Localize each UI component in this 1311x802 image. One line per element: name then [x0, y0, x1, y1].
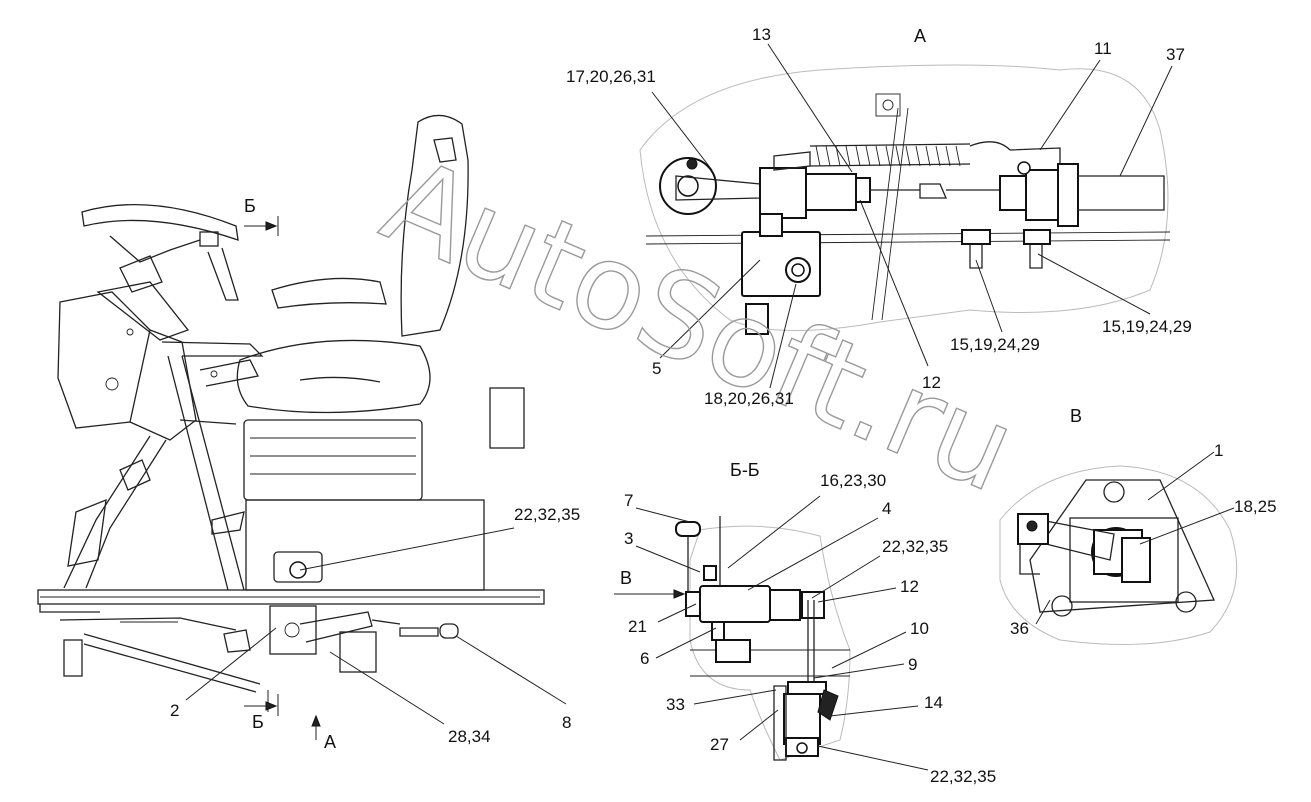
detail-a-title: А [914, 26, 926, 46]
callout-label: 4 [882, 499, 891, 518]
callout-label: 9 [908, 655, 917, 674]
callout-label: 16,23,30 [820, 471, 886, 490]
callout-label: 7 [624, 491, 633, 510]
cab-frame [63, 341, 264, 591]
platform [37, 589, 545, 613]
main-view [37, 114, 545, 712]
view-v-title: В [1070, 406, 1082, 426]
section-mark-top: Б [244, 196, 256, 216]
callout-label: 22,32,35 [514, 505, 580, 524]
callout-label: 36 [1010, 619, 1029, 638]
detail-a-view [639, 64, 1171, 335]
callout-label: 27 [710, 735, 729, 754]
callout-label: 28,34 [448, 727, 491, 746]
view-arrow-a: А [324, 732, 336, 752]
callout-label: 15,19,24,29 [1102, 317, 1192, 336]
view-v [999, 465, 1238, 645]
callout-label: 12 [922, 373, 941, 392]
callout-label: 2 [170, 701, 179, 720]
callout-label: 8 [562, 713, 571, 732]
leader-lines [185, 43, 1235, 771]
under-platform-linkage [59, 551, 459, 712]
callout-label: 37 [1166, 45, 1185, 64]
view-titles: Б Б А А Б-Б В В [244, 26, 1082, 752]
steering-column [57, 281, 197, 441]
operator-seat [179, 114, 525, 591]
callout-label: 10 [910, 619, 929, 638]
section-bb-view [675, 516, 851, 761]
callout-label: 18,20,26,31 [704, 389, 794, 408]
tension-spring [773, 141, 1011, 171]
callout-label: 18,25 [1234, 497, 1277, 516]
callout-labels: 22,32,35 2 28,34 8 17,20,26,31 13 11 37 … [170, 25, 1277, 786]
callout-label: 3 [624, 529, 633, 548]
callout-label: 13 [752, 25, 771, 44]
callout-label: 1 [1214, 441, 1223, 460]
callout-label: 6 [640, 649, 649, 668]
section-bb-title: Б-Б [730, 460, 760, 480]
callout-label: 22,32,35 [930, 767, 996, 786]
callout-label: 15,19,24,29 [950, 335, 1040, 354]
callout-label: 17,20,26,31 [566, 67, 656, 86]
callout-label: 33 [666, 695, 685, 714]
view-arrow-v: В [620, 568, 632, 588]
callout-label: 14 [924, 693, 943, 712]
callout-label: 5 [652, 359, 661, 378]
callout-label: 21 [628, 617, 647, 636]
callout-label: 11 [1094, 39, 1112, 58]
callout-label: 22,32,35 [882, 537, 948, 556]
steering-wheel [81, 203, 239, 301]
section-mark-bottom: Б [252, 712, 264, 732]
callout-label: 12 [900, 577, 919, 596]
